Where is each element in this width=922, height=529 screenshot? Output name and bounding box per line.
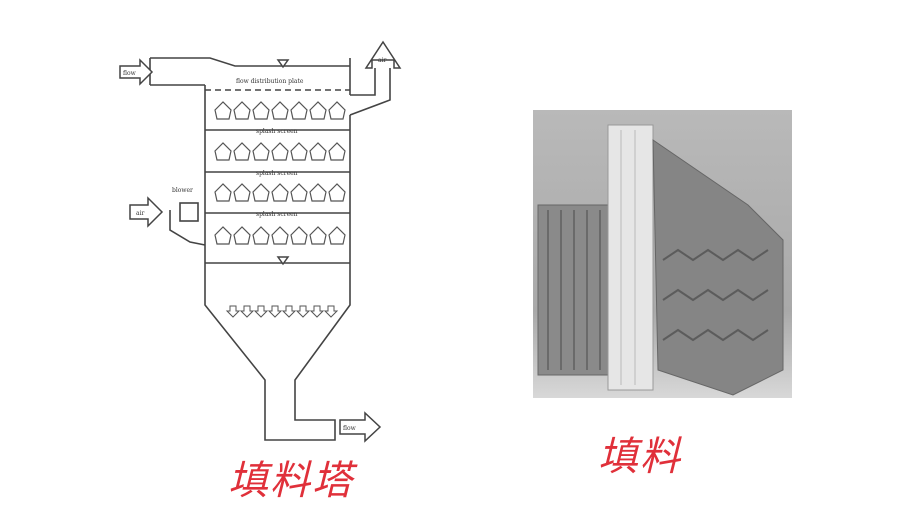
air-in-label: air xyxy=(136,210,144,217)
packing-element xyxy=(290,142,308,161)
packing-element xyxy=(328,142,346,161)
packing-element xyxy=(271,101,289,120)
inlet-pipe-top xyxy=(150,57,350,67)
packing-element xyxy=(214,183,232,202)
flow-arrow-icon xyxy=(323,305,339,318)
flow-arrow-icon xyxy=(225,305,241,318)
packing-element xyxy=(214,101,232,120)
packing-element xyxy=(233,183,251,202)
packing-element xyxy=(252,142,270,161)
packing-element xyxy=(271,226,289,245)
air-out-label: air xyxy=(378,57,386,64)
packing-element xyxy=(328,101,346,120)
splash-screen-label: splash screen xyxy=(256,211,298,218)
packing-element xyxy=(328,226,346,245)
outlet-label: flow xyxy=(343,425,357,432)
flow-arrow-icon xyxy=(267,305,283,318)
flow-arrow-icon xyxy=(239,305,255,318)
packing-element xyxy=(252,226,270,245)
flow-arrow-icon xyxy=(309,305,325,318)
inlet-arrow xyxy=(119,58,154,86)
packing-element xyxy=(214,226,232,245)
water-level-icon xyxy=(276,256,290,266)
distribution-plate-label: flow distribution plate xyxy=(236,78,304,85)
packing-element xyxy=(271,142,289,161)
packing-element xyxy=(233,226,251,245)
flow-arrow-icon xyxy=(295,305,311,318)
splash-screen-label: splash screen xyxy=(256,128,298,135)
packing-element xyxy=(214,142,232,161)
packing-element xyxy=(290,101,308,120)
flow-arrow-icon xyxy=(281,305,297,318)
packing-element xyxy=(309,101,327,120)
packing-element xyxy=(290,183,308,202)
packing-element xyxy=(252,101,270,120)
air-out-arrow xyxy=(364,40,402,69)
packing-media-photo xyxy=(533,110,792,398)
packing-element xyxy=(252,183,270,202)
packing-element xyxy=(233,101,251,120)
flow-arrow-icon xyxy=(253,305,269,318)
splash-screen-label: splash screen xyxy=(256,170,298,177)
packing-element xyxy=(233,142,251,161)
tower-shell xyxy=(204,85,351,441)
packing-caption: 填料 xyxy=(598,434,682,480)
packing-element xyxy=(309,226,327,245)
packing-element xyxy=(290,226,308,245)
packing-element xyxy=(328,183,346,202)
air-in-arrow xyxy=(129,196,164,228)
packing-element xyxy=(271,183,289,202)
tower-caption: 填料塔 xyxy=(228,458,354,504)
water-level-icon xyxy=(276,59,290,69)
packing-element xyxy=(309,142,327,161)
blower-label: blower xyxy=(172,187,193,194)
packing-element xyxy=(309,183,327,202)
inlet-label: flow xyxy=(123,70,137,77)
outlet-arrow xyxy=(339,411,382,443)
